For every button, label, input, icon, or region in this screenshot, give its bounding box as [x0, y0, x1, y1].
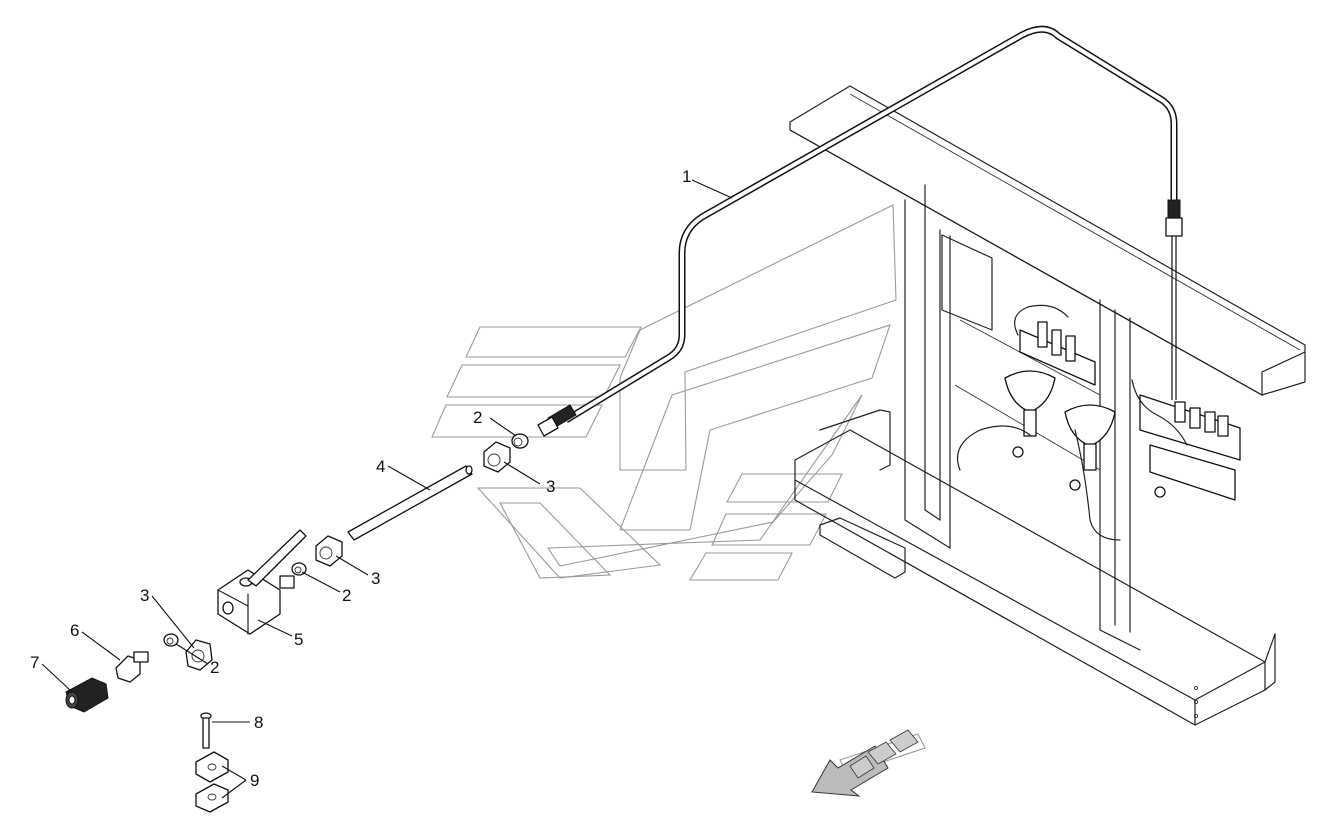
callout-2-lower: 2 — [210, 658, 219, 677]
callout-9: 9 — [250, 771, 259, 790]
callout-3-middle: 3 — [371, 569, 380, 588]
callout-3-lower: 3 — [140, 586, 149, 605]
direction-arrow — [811, 729, 919, 797]
callout-2-middle: 2 — [342, 586, 351, 605]
callout-6: 6 — [70, 621, 79, 640]
callout-1: 1 — [682, 167, 691, 186]
callout-7: 7 — [30, 653, 39, 672]
fittings-and-valve — [65, 433, 529, 813]
callout-2-upper: 2 — [473, 408, 482, 427]
callout-5: 5 — [294, 630, 303, 649]
callout-4: 4 — [376, 457, 385, 476]
callout-8: 8 — [254, 713, 263, 732]
callouts: 1 2 3 4 3 2 3 5 6 2 7 8 9 — [30, 167, 691, 790]
machine-frame — [789, 85, 1306, 726]
hose-line-part-1 — [537, 25, 1183, 437]
callout-3-upper: 3 — [546, 477, 555, 496]
leader-lines — [41, 179, 733, 799]
